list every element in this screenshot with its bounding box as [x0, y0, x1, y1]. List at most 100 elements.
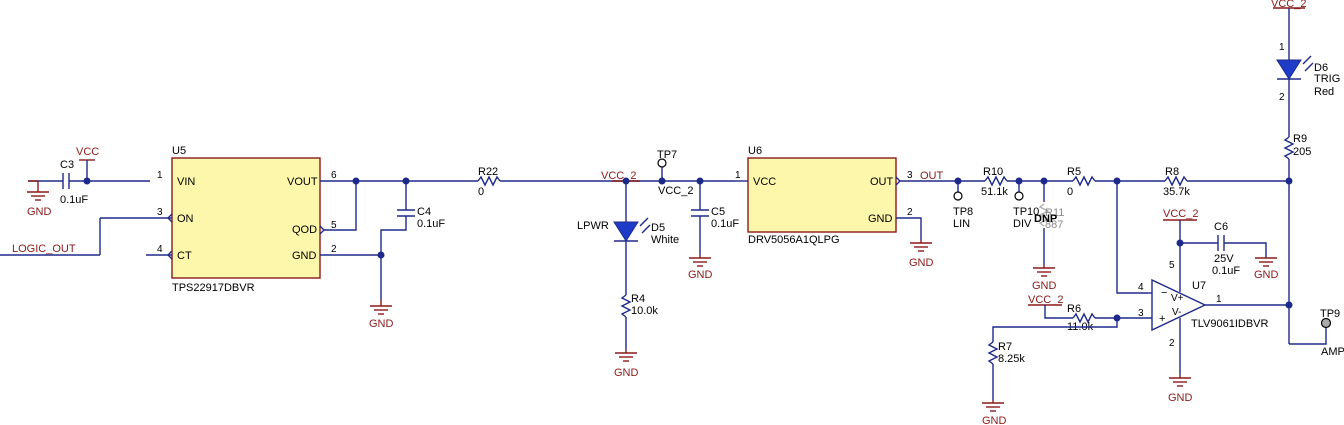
- qod-wire: [324, 181, 357, 231]
- d6-pin-num: 2: [1279, 92, 1285, 103]
- vcc2-symbol-d5: VCC_2: [601, 170, 640, 182]
- junction: [658, 177, 666, 185]
- d6-pin-num: 1: [1279, 42, 1285, 53]
- r7-ref: R7: [998, 341, 1012, 353]
- r10-resistor: R10 51.1k: [981, 166, 1073, 198]
- vcc2-label-r6: VCC_2: [1028, 294, 1063, 306]
- c4-ref: C4: [417, 206, 431, 218]
- u7-pin-num: 1: [1216, 294, 1222, 305]
- gnd-label-u7: GND: [1168, 392, 1193, 404]
- gnd-symbol-u7: GND: [1168, 375, 1193, 404]
- u5-pin-qod: QOD: [292, 224, 317, 236]
- u7-pin-num: 4: [1138, 282, 1144, 293]
- logic-out-net: LOGIC_OUT: [0, 217, 172, 256]
- u7-vm: V-: [1172, 307, 1181, 318]
- r9-ref: R9: [1293, 133, 1307, 145]
- u6-gnd-wire: [896, 217, 922, 240]
- u5-pin-num: 3: [157, 207, 163, 218]
- r4-ref: R4: [631, 293, 645, 305]
- u6-pin-gnd: GND: [868, 213, 893, 225]
- c5-ref: C5: [711, 206, 725, 218]
- d6-led: 1 2 D6 TRIG Red: [1276, 8, 1340, 137]
- logic-out-label: LOGIC_OUT: [12, 243, 76, 255]
- vcc-label: VCC: [76, 146, 99, 158]
- r9-value: 205: [1293, 146, 1311, 158]
- c4-value: 0.1uF: [417, 218, 445, 230]
- u7-pin-num: 2: [1169, 338, 1175, 349]
- u5-pin-gnd: GND: [292, 250, 317, 262]
- d6-label: TRIG: [1314, 73, 1340, 85]
- c6-value: 0.1uF: [1212, 265, 1240, 277]
- u7-plus: +: [1159, 313, 1165, 325]
- u7-pin-num: 3: [1138, 308, 1144, 319]
- c3-capacitor: C3 0.1uF: [28, 159, 150, 206]
- gnd-label-u5: GND: [369, 318, 394, 330]
- u5-part: TPS22917DBVR: [172, 282, 255, 294]
- gnd-label-c3: GND: [27, 206, 52, 218]
- c3-value: 0.1uF: [60, 194, 88, 206]
- gnd-symbol-r4: GND: [614, 350, 639, 379]
- tp8-testpoint: TP8 LIN: [953, 181, 973, 230]
- gnd-symbol-c3: GND: [27, 180, 52, 218]
- pin-arrow: [167, 213, 173, 223]
- gnd-symbol-r11: GND: [1032, 265, 1057, 292]
- vcc2-net-label: VCC_2: [658, 185, 693, 197]
- vcc-symbol: VCC: [76, 146, 99, 181]
- u6-ref: U6: [748, 145, 762, 157]
- u6-pin-vcc: VCC: [753, 176, 776, 188]
- r5-resistor: R5 0: [1067, 166, 1165, 198]
- u6-ic: U6 DRV5056A1QLPG VCC OUT GND 1 3 2: [735, 145, 913, 246]
- u5-pin-ct: CT: [177, 250, 192, 262]
- u7-part: TLV9061IDBVR: [1191, 318, 1269, 330]
- r11-value: 887: [1045, 219, 1063, 231]
- junction: [352, 177, 360, 185]
- r11-resistor-dnp: R11 887 DNP: [1034, 181, 1064, 265]
- out-label: OUT: [920, 170, 944, 182]
- c5-value: 0.1uF: [711, 218, 739, 230]
- vcc2-label-u7: VCC_2: [1163, 208, 1198, 220]
- u7-pin-num: 5: [1169, 260, 1175, 271]
- r22-ref: R22: [478, 166, 498, 178]
- tp7-testpoint: TP7 VCC_2: [657, 149, 693, 197]
- u6-pin-num: 3: [907, 170, 913, 181]
- gnd-symbol-r7: GND: [982, 400, 1007, 425]
- amp-wire: [1289, 327, 1327, 345]
- vcc2-label: VCC_2: [601, 170, 636, 182]
- r4-resistor: R4 10.0k: [620, 293, 658, 350]
- r4-value: 10.0k: [631, 305, 658, 317]
- gnd-label-c6: GND: [1254, 269, 1279, 281]
- u5-ref: U5: [172, 145, 186, 157]
- d5-ref: D5: [651, 222, 665, 234]
- u6-pin-out: OUT: [870, 176, 894, 188]
- c6-ref: C6: [1214, 221, 1228, 233]
- r9-resistor: R9 205: [1283, 133, 1311, 344]
- gnd-symbol-u6: GND: [909, 240, 934, 269]
- r7-resistor: R7 8.25k: [987, 341, 1025, 400]
- u5-pin-num: 5: [331, 220, 337, 231]
- r7-value: 8.25k: [998, 353, 1025, 365]
- c6-capacitor: C6 25V 0.1uF: [1180, 221, 1267, 277]
- u7-ref: U7: [1192, 280, 1206, 292]
- tp9-label: AMP: [1321, 346, 1344, 358]
- r7-wire: [992, 318, 1118, 342]
- u7-opamp: − + V+ V- U7 TLV9061IDBVR 4 3 5 1 2: [1138, 260, 1269, 349]
- u5-pin-on: ON: [177, 213, 194, 225]
- gnd-label-r11: GND: [1032, 280, 1057, 292]
- u7-minus: −: [1161, 287, 1167, 299]
- gnd-label-r7: GND: [982, 415, 1007, 425]
- u5-pin-num: 2: [331, 244, 337, 255]
- tp9-testpoint: TP9 AMP: [1320, 308, 1344, 358]
- gnd-label-u6: GND: [909, 257, 934, 269]
- tp7-ref: TP7: [657, 149, 677, 161]
- r8-ref: R8: [1165, 166, 1179, 178]
- u7-vp: V+: [1171, 293, 1184, 304]
- c3-ref: C3: [60, 159, 74, 171]
- r10-value: 51.1k: [981, 186, 1008, 198]
- tp8-label: LIN: [953, 218, 970, 230]
- u6-pin-num: 2: [907, 207, 913, 218]
- d6-ref: D6: [1314, 62, 1328, 74]
- r11-ref: R11: [1045, 207, 1064, 219]
- tp10-ref: TP10: [1013, 206, 1039, 218]
- r11-dnp: DNP: [1034, 213, 1057, 225]
